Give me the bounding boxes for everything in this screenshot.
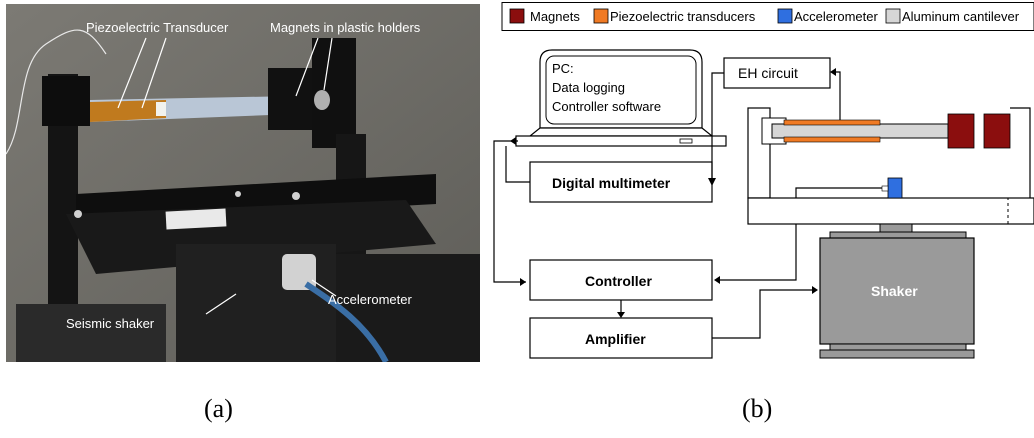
legend-piezo: Piezoelectric transducers: [610, 9, 756, 24]
shaker-table-left: [16, 304, 166, 362]
pc-bottom: [515, 135, 727, 147]
legend: Magnets Piezoelectric transducers Accele…: [501, 2, 1034, 31]
piezo-patch: [90, 100, 166, 122]
leader-line-accelerometer: [311, 279, 337, 297]
test-fixture: [747, 107, 1034, 225]
label-piezoelectric-transducer: Piezoelectric Transducer: [86, 20, 229, 35]
beam-magnet-holder: [268, 68, 312, 130]
pc-keyboard-base: [528, 127, 714, 137]
label-magnets: Magnets in plastic holders: [270, 20, 421, 35]
label-seismic-shaker: Seismic shaker: [66, 316, 155, 331]
screw: [235, 191, 241, 197]
frame-top-left-block: [42, 76, 90, 126]
cantilever: [771, 123, 949, 139]
connector-multimeter-pc: [505, 146, 530, 183]
caption-b: (b): [742, 394, 773, 423]
pc-label-line1: PC:: [552, 61, 574, 76]
arrowhead: [617, 312, 625, 318]
amplifier-box: [529, 317, 713, 359]
multimeter-box: [529, 161, 713, 203]
controller-box: [529, 259, 713, 301]
connector-pc-controller: [493, 140, 526, 283]
magnet-disc: [314, 90, 330, 110]
accelerometer-block: [887, 177, 903, 199]
magnet-post: [1010, 107, 1031, 198]
shaker-top-plate: [829, 231, 967, 239]
shaker-base-plate: [819, 349, 975, 359]
legend-magnets: Magnets: [530, 9, 580, 24]
fixed-magnet: [983, 113, 1011, 149]
legend-swatch-magnets: [509, 8, 525, 24]
sensor-wire: [6, 29, 107, 155]
legend-accelerometer: Accelerometer: [794, 9, 878, 24]
legend-frame: [501, 2, 1034, 31]
amplifier-label: Amplifier: [585, 331, 646, 347]
arrowhead: [520, 278, 526, 286]
arrowhead: [714, 276, 720, 284]
arrowhead: [812, 286, 818, 294]
pc-label-line3: Controller software: [552, 99, 661, 114]
leader-line-transducer: [117, 37, 147, 109]
experimental-setup-photo: Piezoelectric Transducer Magnets in plas…: [6, 4, 480, 362]
connector-eh-multimeter: [711, 72, 724, 182]
photo-illustration: Piezoelectric Transducer Magnets in plas…: [6, 4, 480, 362]
schematic-svg: Magnets Piezoelectric transducers Accele…: [493, 2, 1034, 359]
shaker: Shaker: [819, 223, 975, 359]
label-accelerometer: Accelerometer: [328, 292, 412, 307]
leader-line-magnets: [295, 37, 319, 97]
legend-swatch-piezo: [593, 8, 609, 24]
pc-screen-inner: [545, 55, 697, 125]
shaker-label: Shaker: [871, 283, 918, 299]
piezo-bottom: [783, 136, 881, 143]
frame-base-plate: [66, 200, 436, 274]
accelerometer-connector: [881, 185, 889, 192]
screw: [292, 192, 300, 200]
accelerometer-body: [282, 254, 316, 290]
eh-circuit-box: [723, 57, 831, 89]
leader-line-transducer: [141, 37, 167, 109]
arrowhead: [708, 178, 716, 186]
base-label-plate: [165, 208, 227, 230]
leader-line-shaker: [205, 293, 237, 315]
connector-amplifier-shaker: [712, 289, 816, 339]
connector-accel-controller: [716, 187, 888, 281]
controller-label: Controller: [585, 273, 652, 289]
shaker-stem: [879, 223, 913, 233]
arrowhead: [510, 137, 516, 145]
multimeter-label: Digital multimeter: [552, 175, 671, 191]
tip-magnet: [947, 113, 975, 149]
pc-label-line2: Data logging: [552, 80, 625, 95]
accelerometer-cable: [304, 281, 389, 362]
shaker-foot: [829, 343, 967, 351]
eh-circuit-label: EH circuit: [738, 65, 798, 81]
arrowhead: [830, 68, 836, 76]
pc-indicator: [679, 138, 693, 144]
leader-line-magnets: [323, 37, 333, 91]
pc-laptop: PC: Data logging Controller software: [515, 49, 727, 147]
fixture-base-dashed: [1007, 197, 1034, 225]
caption-a: (a): [204, 394, 233, 423]
screw: [74, 210, 82, 218]
piezo-top: [783, 119, 881, 126]
fixture-base: [747, 197, 1034, 225]
shaker-body: [819, 237, 975, 345]
legend-swatch-accelerometer: [777, 8, 793, 24]
piezo-tab: [156, 102, 166, 116]
schematic-diagram: Magnets Piezoelectric transducers Accele…: [490, 2, 1034, 366]
legend-cantilever: Aluminum cantilever: [902, 9, 1020, 24]
legend-swatch-cantilever: [885, 8, 901, 24]
shaker-table-right: [336, 254, 480, 362]
